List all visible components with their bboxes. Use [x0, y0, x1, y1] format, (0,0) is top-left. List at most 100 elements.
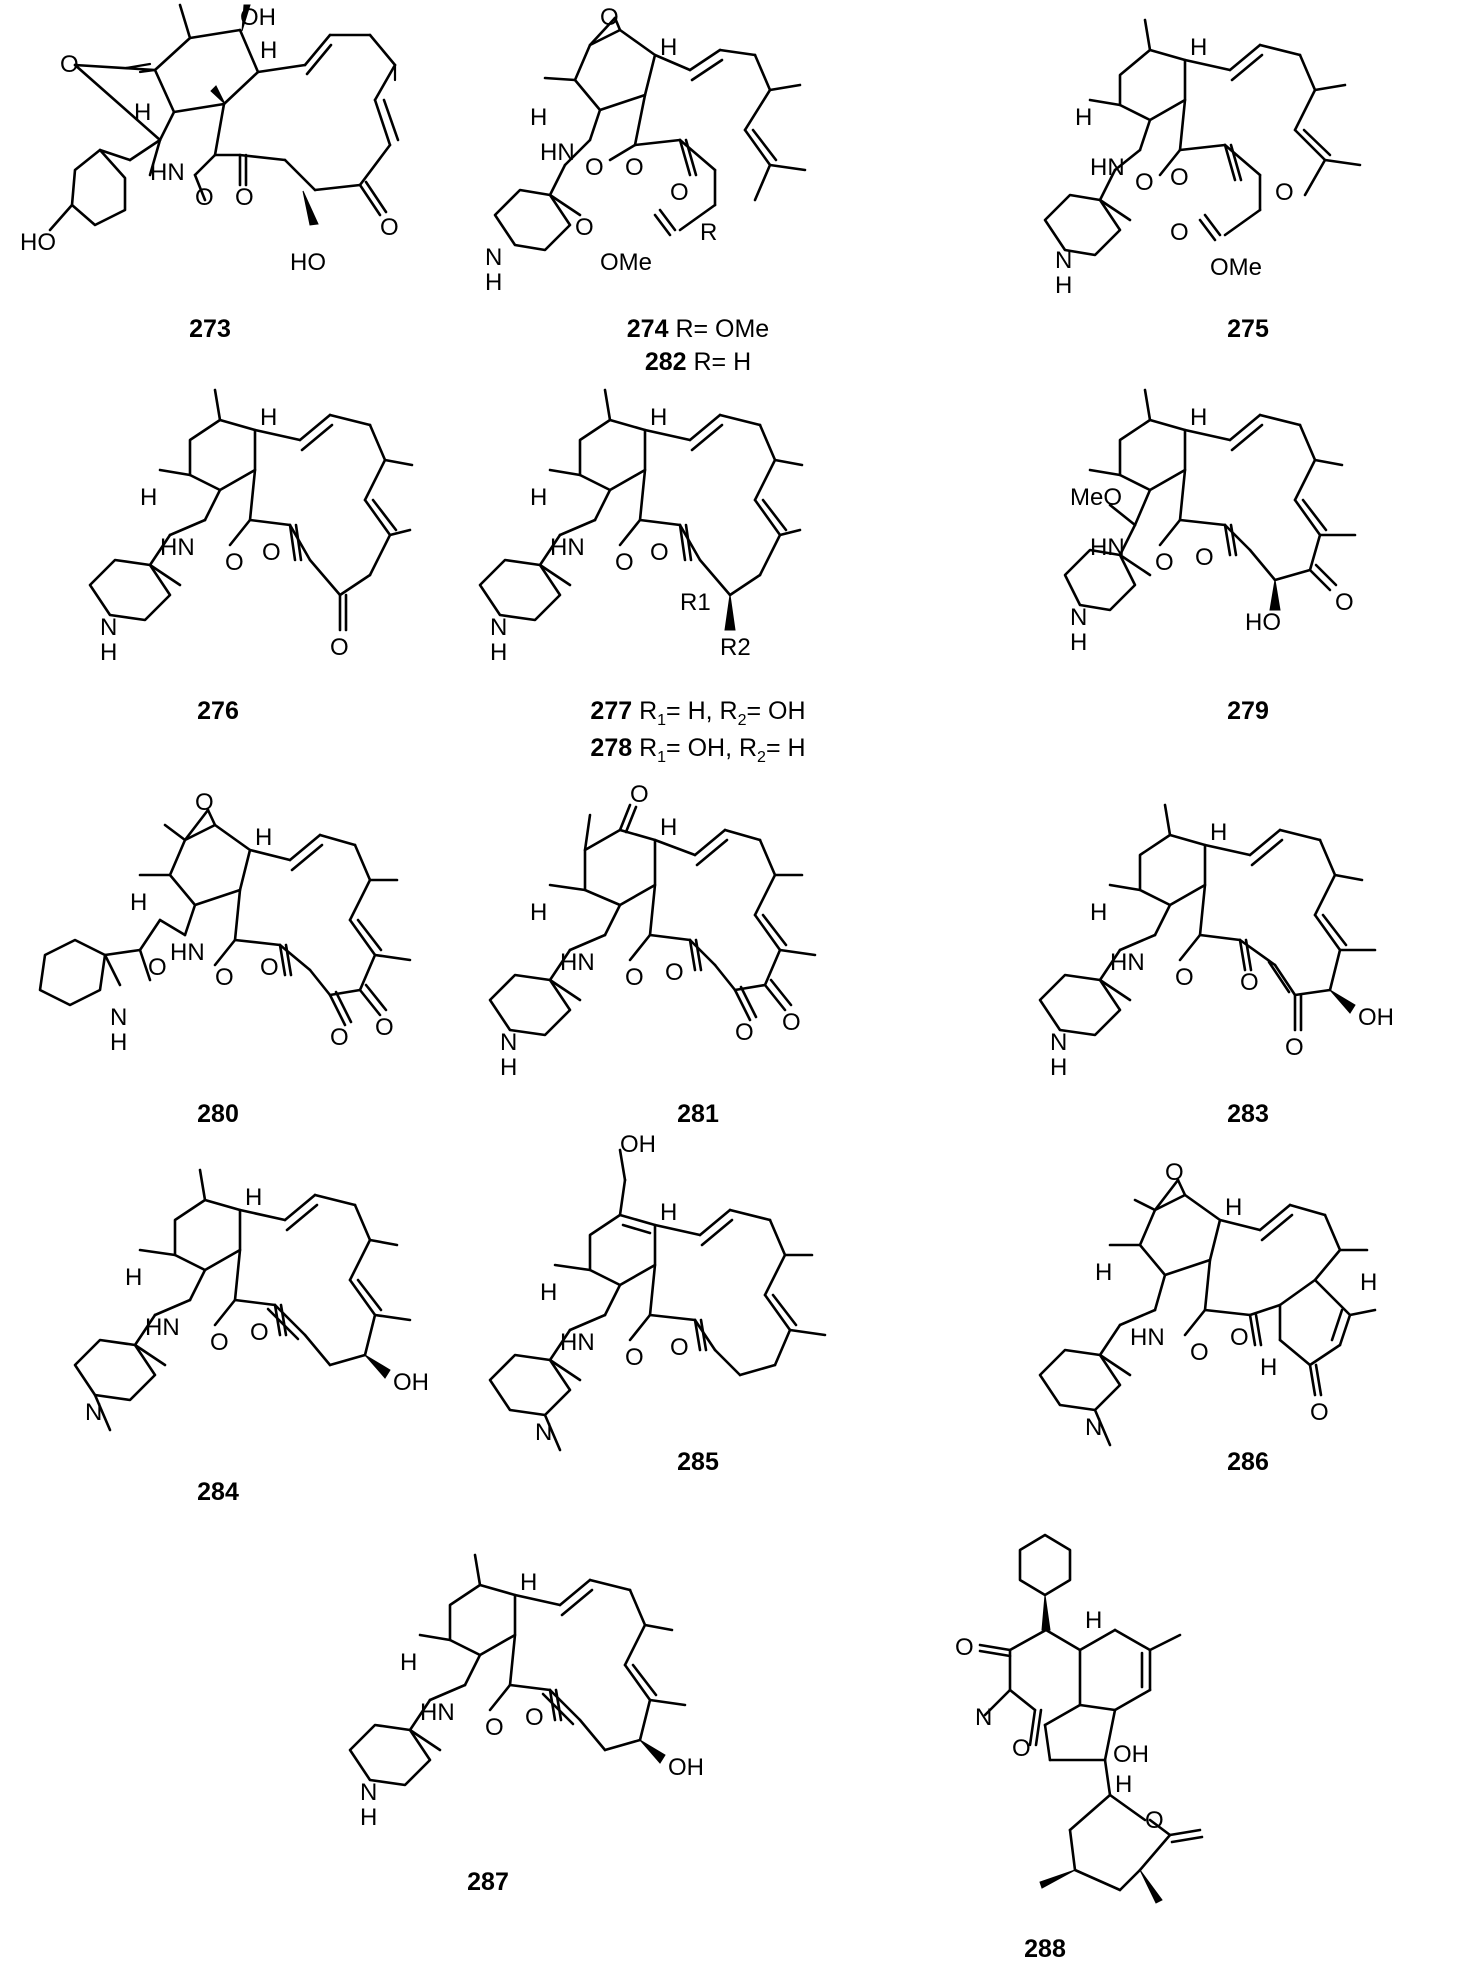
- atom-o: O: [195, 184, 214, 211]
- caption-line: 287: [467, 1868, 509, 1897]
- atom-ome: OMe: [1210, 254, 1262, 281]
- caption-line: 282 R= H: [627, 348, 769, 377]
- atom-o-ring: O: [1145, 1807, 1164, 1834]
- atom-o: O: [782, 1009, 801, 1036]
- atom-labels-273: O OH H H HN O O O HO HO: [20, 4, 399, 276]
- caption-rest: R1= H, R2= OH: [632, 697, 806, 729]
- atom-h: H: [650, 404, 667, 431]
- compound-number: 276: [197, 697, 239, 725]
- structure-274-drawing: [493, 16, 807, 252]
- atom-o: O: [525, 1704, 544, 1731]
- atom-oh: OH: [1358, 1004, 1394, 1031]
- atom-n: N: [490, 614, 507, 641]
- caption-286: 286: [1227, 1448, 1269, 1477]
- atom-hn: HN: [1130, 1324, 1165, 1351]
- atom-h: H: [1055, 272, 1072, 299]
- compound-288: O N O O H OH H O O: [900, 1530, 1204, 1920]
- atom-labels-285: OH H H HN O O N: [535, 1131, 689, 1446]
- caption-line: 273: [189, 315, 231, 344]
- caption-line: 275: [1227, 315, 1269, 344]
- structure-273-drawing: [48, 3, 400, 232]
- caption-line: 284: [197, 1478, 239, 1507]
- atom-h: H: [245, 1184, 262, 1211]
- atom-o: O: [1230, 1324, 1249, 1351]
- atom-r2: R2: [720, 634, 751, 661]
- caption-277: 277 R1= H, R2= OH 278 R1= OH, R2= H: [590, 697, 805, 767]
- atom-o: O: [650, 539, 669, 566]
- atom-h: H: [660, 814, 677, 841]
- caption-281: 281: [677, 1100, 719, 1129]
- caption-line: 281: [677, 1100, 719, 1129]
- atom-labels-274: O H H HN O O O OMe O R N H: [485, 4, 717, 296]
- atom-o: O: [1170, 164, 1189, 191]
- compound-273: O OH H H HN O O O HO HO: [0, 0, 400, 300]
- atom-labels-280: O O H H HN O O O O N H: [110, 789, 394, 1056]
- caption-line: 276: [197, 697, 239, 726]
- atom-o: O: [225, 549, 244, 576]
- atom-ho: HO: [1245, 609, 1281, 636]
- atom-o: O: [260, 954, 279, 981]
- atom-h: H: [1225, 1194, 1242, 1221]
- compound-276: H H HN O O O N H: [0, 365, 420, 685]
- caption-283: 283: [1227, 1100, 1269, 1129]
- atom-h: H: [1190, 404, 1207, 431]
- compound-number: 284: [197, 1478, 239, 1506]
- caption-line: 277 R1= H, R2= OH: [590, 697, 805, 730]
- atom-n: N: [1050, 1029, 1067, 1056]
- atom-hn: HN: [150, 159, 185, 186]
- caption-line: 279: [1227, 697, 1269, 726]
- atom-hn: HN: [1110, 949, 1145, 976]
- structure-276-drawing: [88, 388, 414, 632]
- structure-284-drawing: [73, 1168, 412, 1432]
- atom-o: O: [215, 964, 234, 991]
- compound-number: 286: [1227, 1448, 1269, 1476]
- atom-labels-286: O H H H H HN O O O N: [1085, 1159, 1377, 1441]
- atom-hn: HN: [420, 1699, 455, 1726]
- compound-number: 277: [590, 697, 633, 725]
- atom-n: N: [100, 614, 117, 641]
- atom-hn: HN: [1090, 534, 1125, 561]
- structure-285-drawing: [488, 1148, 827, 1452]
- atom-hn: HN: [560, 1329, 595, 1356]
- caption-rest: R= OMe: [668, 315, 770, 343]
- compound-277: H H HN O O R1 R2 N H: [478, 365, 890, 685]
- atom-h: H: [1075, 104, 1092, 131]
- atom-o: O: [485, 1714, 504, 1741]
- atom-n: N: [1055, 247, 1072, 274]
- compound-number: 273: [189, 315, 231, 343]
- compound-287: H H HN O O OH N H: [260, 1540, 720, 1860]
- atom-r1: R1: [680, 589, 711, 616]
- atom-o: O: [1285, 1034, 1304, 1061]
- atom-oh: OH: [393, 1369, 429, 1396]
- atom-h: H: [530, 899, 547, 926]
- atom-o: O: [1240, 969, 1259, 996]
- caption-276: 276: [197, 697, 239, 726]
- atom-r: R: [700, 219, 717, 246]
- atom-labels-276: H H HN O O O N H: [100, 404, 349, 666]
- atom-h: H: [500, 1054, 517, 1081]
- atom-n: N: [1070, 604, 1087, 631]
- atom-h: H: [1070, 629, 1087, 656]
- atom-h: H: [100, 639, 117, 666]
- compound-275: H H HN O O O O OMe N H: [1020, 0, 1440, 310]
- compound-number: 279: [1227, 697, 1269, 725]
- atom-hn: HN: [550, 534, 585, 561]
- compound-number: 280: [197, 1100, 239, 1128]
- caption-line: 283: [1227, 1100, 1269, 1129]
- structure-288-drawing: [978, 1533, 1204, 1904]
- atom-o: O: [615, 549, 634, 576]
- atom-o-epoxide: O: [1165, 1159, 1184, 1186]
- compound-number: 282: [644, 348, 687, 376]
- atom-labels-277: H H HN O O R1 R2 N H: [490, 404, 751, 666]
- atom-o: O: [1135, 169, 1154, 196]
- compound-number: 278: [590, 734, 633, 762]
- atom-h: H: [1190, 34, 1207, 61]
- atom-n: N: [360, 1779, 377, 1806]
- structure-287-drawing: [348, 1553, 687, 1787]
- atom-o-epoxide: O: [600, 4, 619, 31]
- atom-n: N: [975, 1704, 992, 1731]
- atom-oh: OH: [668, 1754, 704, 1781]
- structure-283-drawing: [1038, 803, 1377, 1037]
- structure-275-drawing: [1043, 18, 1362, 257]
- atom-h: H: [660, 1199, 677, 1226]
